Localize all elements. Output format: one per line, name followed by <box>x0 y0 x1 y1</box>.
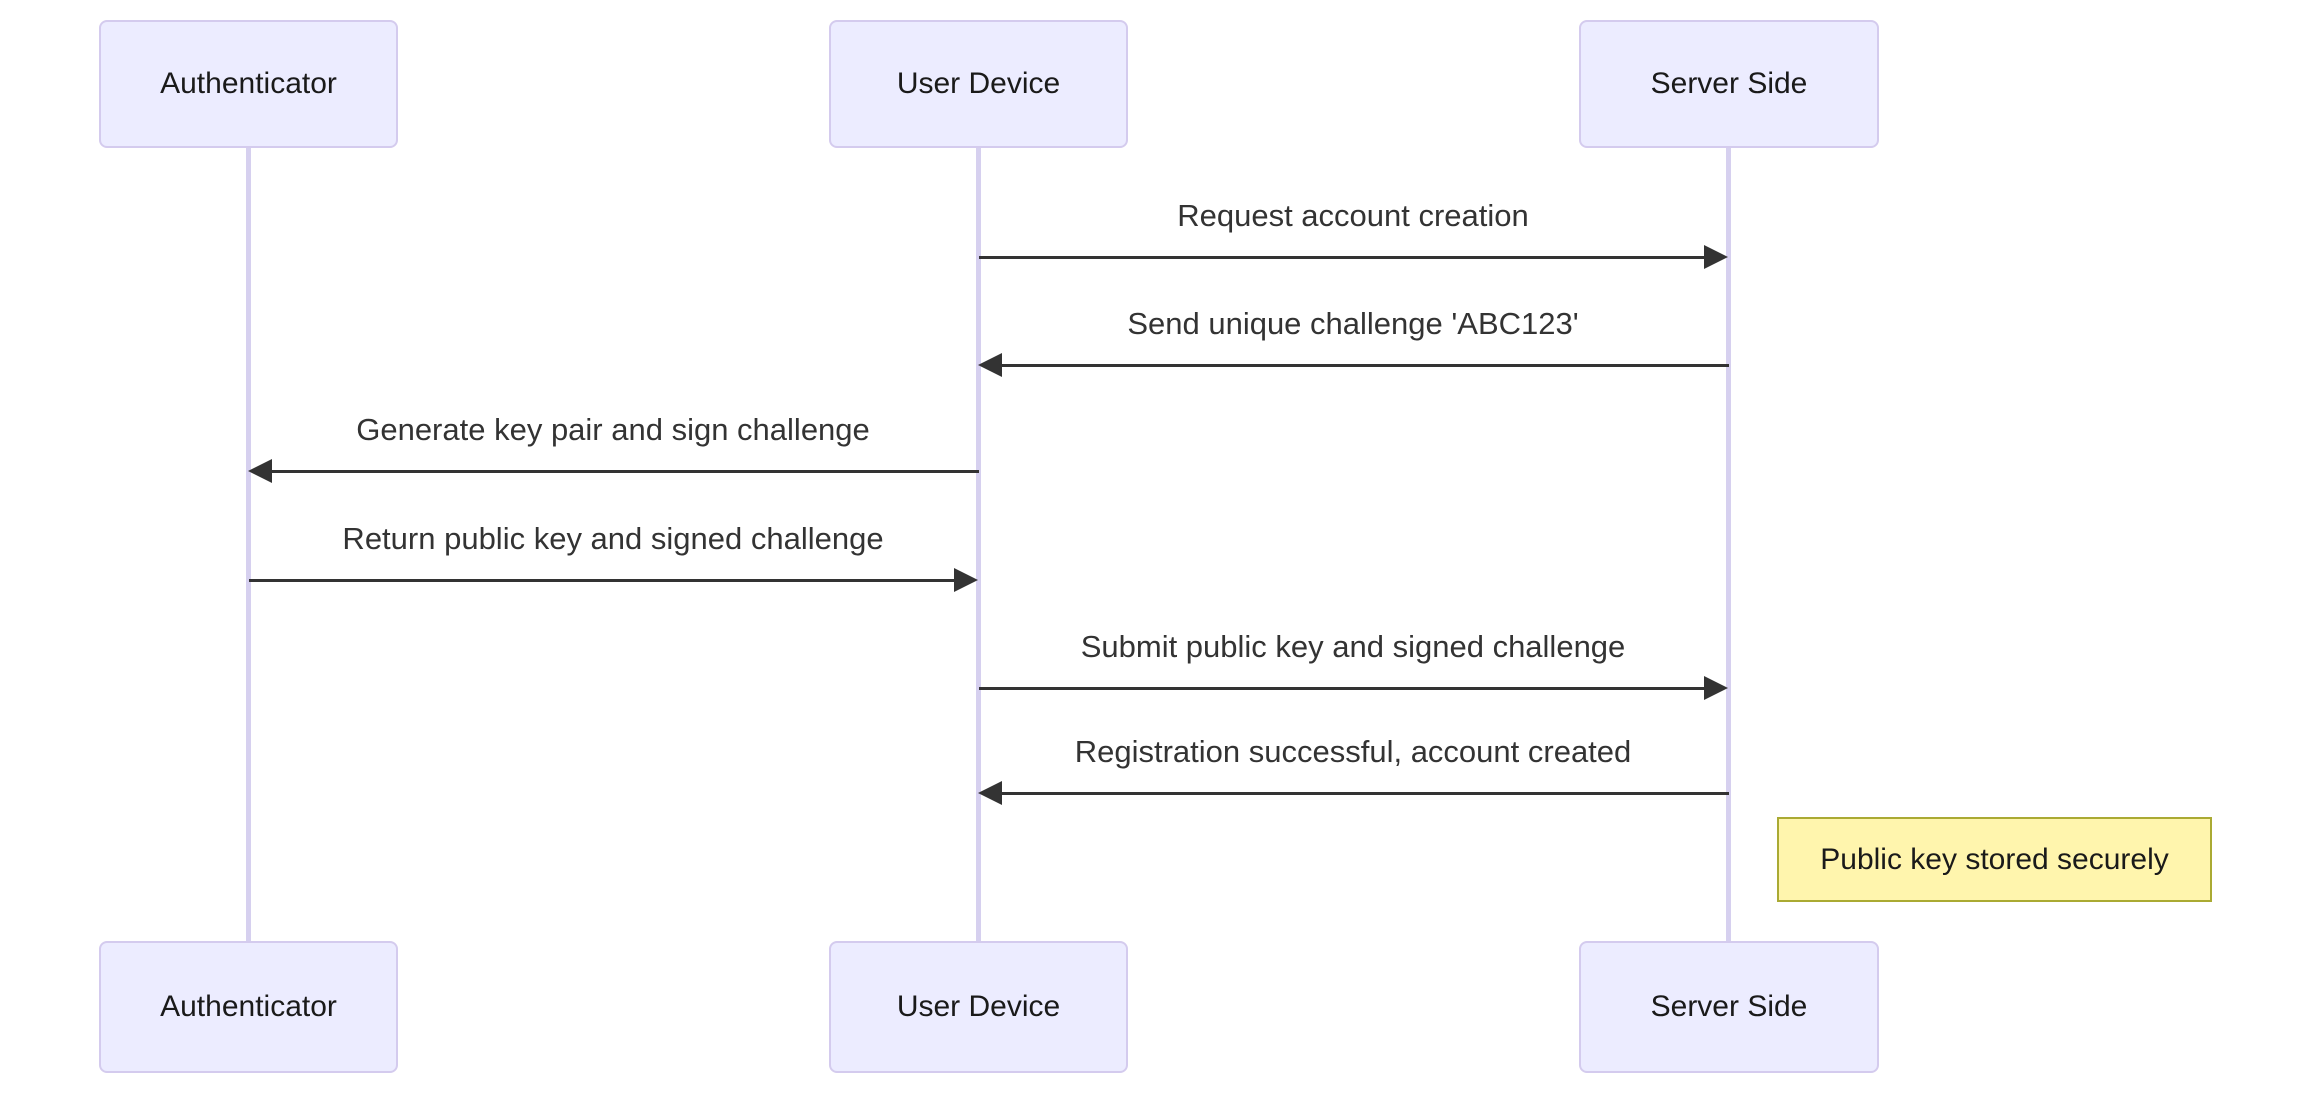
actor-top-user-device: User Device <box>829 20 1128 148</box>
lifeline-server-side <box>1726 148 1731 941</box>
message-line-2 <box>1002 364 1729 367</box>
lifeline-user-device <box>976 148 981 941</box>
message-label-2: Send unique challenge 'ABC123' <box>1127 306 1579 341</box>
message-label-6: Registration successful, account created <box>1074 734 1632 769</box>
message-label-4: Return public key and signed challenge <box>342 521 884 556</box>
actor-label: User Device <box>896 990 1061 1023</box>
note-box: Public key stored securely <box>1777 817 2212 902</box>
actor-bottom-authenticator: Authenticator <box>99 941 398 1073</box>
actor-bottom-user-device: User Device <box>829 941 1128 1073</box>
note-label: Public key stored securely <box>1820 842 2169 876</box>
message-line-6 <box>1002 792 1729 795</box>
message-line-1 <box>979 256 1706 259</box>
actor-label: Server Side <box>1650 990 1808 1023</box>
actor-label: Authenticator <box>160 990 337 1023</box>
actor-top-server-side: Server Side <box>1579 20 1879 148</box>
message-label-3: Generate key pair and sign challenge <box>356 412 870 447</box>
actor-label: User Device <box>896 67 1061 100</box>
lifeline-authenticator <box>246 148 251 941</box>
arrowhead-right-icon <box>954 568 978 592</box>
arrowhead-left-icon <box>978 781 1002 805</box>
message-line-3 <box>272 470 979 473</box>
actor-top-authenticator: Authenticator <box>99 20 398 148</box>
arrowhead-left-icon <box>248 459 272 483</box>
actor-bottom-server-side: Server Side <box>1579 941 1879 1073</box>
actor-label: Server Side <box>1650 67 1808 100</box>
message-label-1: Request account creation <box>1177 198 1529 233</box>
actor-label: Authenticator <box>160 67 337 100</box>
message-line-5 <box>979 687 1706 690</box>
message-label-5: Submit public key and signed challenge <box>1080 629 1626 664</box>
message-line-4 <box>249 579 954 582</box>
arrowhead-right-icon <box>1704 245 1728 269</box>
arrowhead-right-icon <box>1704 676 1728 700</box>
arrowhead-left-icon <box>978 353 1002 377</box>
